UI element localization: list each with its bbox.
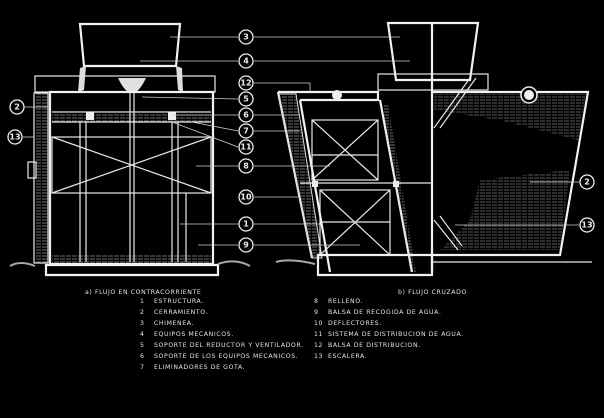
legend-item: EQUIPOS MECANICOS.	[154, 331, 234, 338]
callout-8: 8	[238, 158, 254, 174]
casing	[432, 90, 590, 257]
callout-9: 9	[238, 237, 254, 253]
callout-6: 6	[238, 107, 254, 123]
legend-item: RELLENO.	[328, 298, 364, 305]
callout-11: 11	[238, 139, 254, 155]
legend-item: BALSA DE DISTRIBUCION.	[328, 342, 421, 349]
legend-item: ESTRUCTURA.	[154, 298, 204, 305]
callout-5: 5	[238, 91, 254, 107]
callout-12: 12	[238, 75, 254, 91]
legend-item: ESCALERA.	[328, 353, 368, 360]
legend-item: CHIMENEA.	[154, 320, 195, 327]
svg-text:13: 13	[9, 133, 20, 142]
callout-2-right: 2	[579, 174, 595, 190]
legend-item: BALSA DE RECOGIDA DE AGUA.	[328, 309, 442, 316]
chimney	[78, 22, 182, 68]
legend-item: SISTEMA DE DISTRIBUCION DE AGUA.	[328, 331, 464, 338]
callout-10: 10	[238, 189, 254, 205]
svg-text:10: 10	[240, 193, 252, 202]
svg-text:11: 11	[240, 143, 252, 152]
callout-1: 1	[238, 216, 254, 232]
stair	[433, 77, 477, 251]
svg-text:3: 3	[243, 33, 249, 42]
counterflow-tower	[9, 22, 251, 277]
callout-7: 7	[238, 123, 254, 139]
fill-pack	[51, 136, 212, 194]
svg-text:5: 5	[243, 95, 249, 104]
fan-gearbox	[118, 78, 146, 93]
svg-text:4: 4	[243, 57, 249, 66]
callout-13-left: 13	[7, 129, 23, 145]
svg-text:12: 12	[240, 79, 251, 88]
crossflow-tower	[275, 21, 592, 277]
svg-text:7: 7	[243, 127, 249, 136]
legend-item: CERRAMIENTO.	[154, 309, 209, 316]
svg-text:6: 6	[243, 111, 249, 120]
callout-2-left: 2	[9, 99, 25, 115]
legend-item: SOPORTE DEL REDUCTOR Y VENTILADOR.	[154, 342, 304, 349]
heading-crossflow: b) FLUJO CRUZADO	[398, 289, 467, 296]
legend-item: ELIMINADORES DE GOTA.	[154, 364, 246, 371]
svg-text:9: 9	[243, 241, 249, 250]
legend-item: SOPORTE DE LOS EQUIPOS MECANICOS.	[154, 353, 299, 360]
legend-item: DEFLECTORES.	[328, 320, 382, 327]
heading-counterflow: a) FLUJO EN CONTRACORRIENTE	[85, 289, 202, 296]
callout-4: 4	[238, 53, 254, 69]
svg-text:8: 8	[243, 162, 249, 171]
stair	[27, 92, 49, 264]
callout-13-right: 13	[579, 217, 595, 233]
svg-text:2: 2	[14, 103, 20, 112]
svg-text:13: 13	[581, 221, 592, 230]
svg-text:1: 1	[243, 220, 249, 229]
callout-3: 3	[238, 29, 254, 45]
svg-text:2: 2	[584, 178, 590, 187]
